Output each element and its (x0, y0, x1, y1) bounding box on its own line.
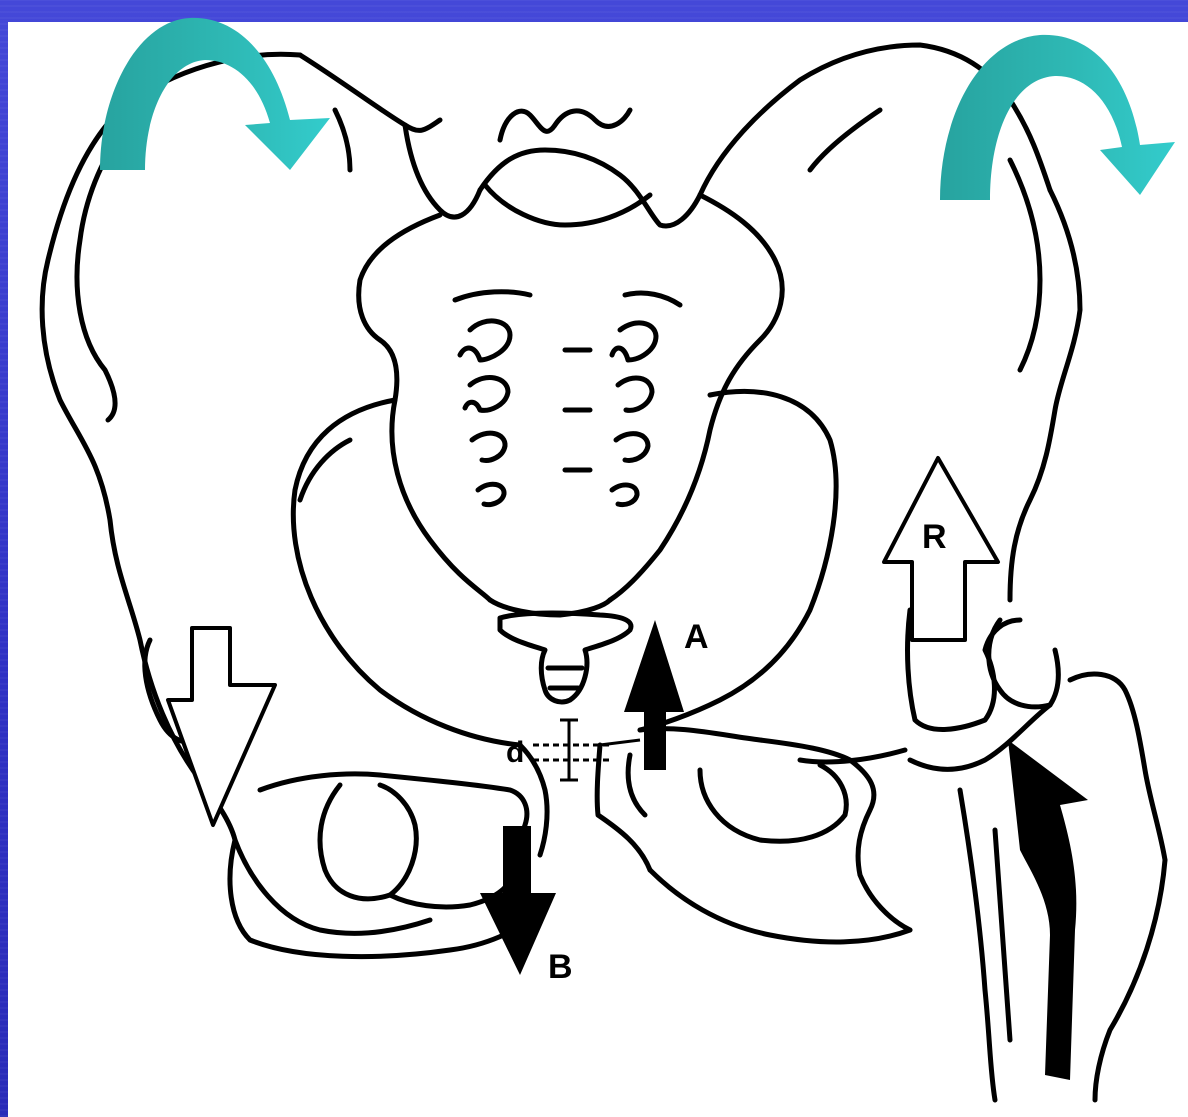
foramen-r2 (618, 378, 652, 410)
sacral-ridge-lines (565, 350, 590, 470)
coccyx-segments (548, 668, 582, 688)
d-distance-marker (533, 720, 640, 780)
sacral-base-notch (500, 110, 630, 140)
left-obturator-foramen (320, 785, 416, 899)
foramen-r1 (612, 323, 656, 360)
left-ilium-outline (42, 54, 530, 956)
right-ilium-outer (1010, 190, 1080, 600)
sacrum-top-left (405, 125, 480, 217)
right-ilium-inner-line (810, 110, 880, 170)
femur-greater-trochanter (1070, 674, 1165, 860)
sacral-arc-left (455, 292, 530, 300)
femur-black-up-arrow (1008, 740, 1088, 1080)
foramen-l1 (460, 321, 510, 360)
foramen-l4 (478, 484, 504, 504)
right-ischium-lower (650, 870, 910, 942)
label-b: B (548, 948, 573, 986)
left-hollow-down-arrow (168, 628, 275, 825)
sacrum-right-edge (610, 195, 782, 600)
left-rotation-arrow (100, 18, 330, 170)
sacral-promontory (480, 150, 700, 226)
sacral-base-lower (485, 185, 650, 225)
left-ischium (260, 774, 380, 790)
a-black-up-arrow (624, 620, 684, 770)
label-r: R (922, 518, 947, 556)
symphysis-right (597, 745, 650, 870)
sacrum-left-edge (359, 215, 490, 600)
femur-head (989, 620, 1059, 707)
foramen-l3 (472, 433, 505, 460)
femur-inner-line (995, 830, 1010, 1040)
right-ischium-edge (628, 755, 645, 815)
left-ilium-inner-line (335, 110, 350, 170)
label-a: A (684, 618, 709, 656)
right-rotation-arrow (940, 35, 1175, 200)
pelvic-inlet-left (293, 400, 520, 745)
right-obturator-foramen (700, 765, 846, 841)
femur-medial-shaft (960, 790, 995, 1100)
foramen-l2 (465, 378, 508, 411)
foramen-r4 (612, 485, 637, 505)
left-ala (300, 440, 350, 500)
sacral-arc-right (625, 293, 680, 305)
femur-lateral-shaft (1095, 860, 1165, 1100)
foramen-r3 (616, 434, 648, 461)
right-ilium-inner-crest (1010, 160, 1040, 370)
label-d: d (506, 736, 524, 769)
